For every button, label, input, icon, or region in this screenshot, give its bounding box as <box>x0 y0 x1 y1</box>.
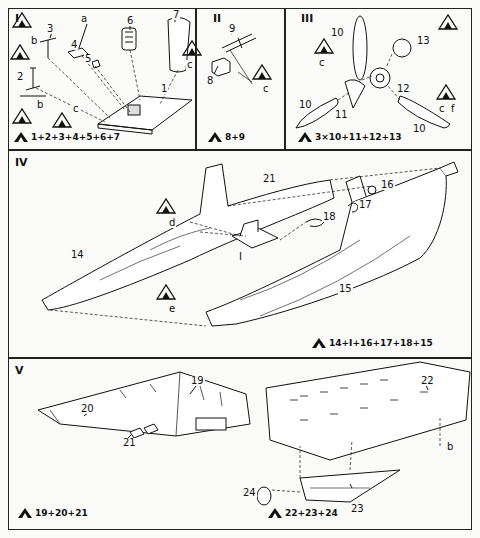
callout-number: 22 <box>420 376 435 386</box>
assembly-sequence: 22+23+24 <box>285 509 338 518</box>
assembly-sequence: 19+20+21 <box>35 509 88 518</box>
callout-number: 5 <box>84 54 92 64</box>
assembly-sequence: 8+9 <box>225 133 245 142</box>
callout-number: 10 <box>330 28 345 38</box>
callout-number: 7 <box>172 10 180 20</box>
step-numeral: I <box>15 13 19 24</box>
callout-number: 19 <box>190 376 205 386</box>
callout-number: 2 <box>16 72 24 82</box>
callout-number: 24 <box>242 488 257 498</box>
callout-number: 10 <box>412 124 427 134</box>
callout-number: 6 <box>126 16 134 26</box>
step-panel: III 3×10+11+12+13 <box>285 8 472 150</box>
callout-number: 18 <box>322 212 337 222</box>
callout-number: 16 <box>380 180 395 190</box>
glue-letter: c <box>262 84 270 94</box>
step-numeral: V <box>15 365 24 376</box>
glue-letter: b <box>446 442 454 452</box>
step-numeral: III <box>301 13 313 24</box>
glue-letter: c <box>318 58 326 68</box>
callout-number: 11 <box>334 110 349 120</box>
glue-letter: a <box>80 14 88 24</box>
callout-number: 17 <box>358 200 373 210</box>
callout-number: 10 <box>298 100 313 110</box>
glue-letter: b <box>30 36 38 46</box>
assembly-sequence: 1+2+3+4+5+6+7 <box>31 133 120 142</box>
step-panel: V 19+20+21 22+23+24 <box>8 358 472 530</box>
glue-letter: c <box>438 104 446 114</box>
glue-letter: f <box>450 104 456 114</box>
assembly-sequence: 14+I+16+17+18+15 <box>329 339 433 348</box>
glue-letter: e <box>168 304 176 314</box>
callout-number: 1 <box>160 84 168 94</box>
callout-number: 23 <box>350 504 365 514</box>
callout-number: 8 <box>206 76 214 86</box>
callout-number: 21 <box>262 174 277 184</box>
step-numeral: IV <box>15 157 28 168</box>
callout-number: 3 <box>46 24 54 34</box>
glue-letter: d <box>168 218 176 228</box>
callout-number: 12 <box>396 84 411 94</box>
step-panel: I 1+2+3+4+5+6+7 <box>8 8 196 150</box>
glue-letter: b <box>36 100 44 110</box>
callout-number: 14 <box>70 250 85 260</box>
callout-number: 21 <box>122 438 137 448</box>
step-numeral: II <box>213 13 221 24</box>
assembly-sequence: 3×10+11+12+13 <box>315 133 402 142</box>
callout-number: 15 <box>338 284 353 294</box>
callout-number: 9 <box>228 24 236 34</box>
glue-letter: I <box>238 252 243 262</box>
glue-letter: c <box>72 104 80 114</box>
callout-number: 4 <box>70 40 78 50</box>
callout-number: 13 <box>416 36 431 46</box>
callout-number: 20 <box>80 404 95 414</box>
glue-letter: c <box>186 60 194 70</box>
